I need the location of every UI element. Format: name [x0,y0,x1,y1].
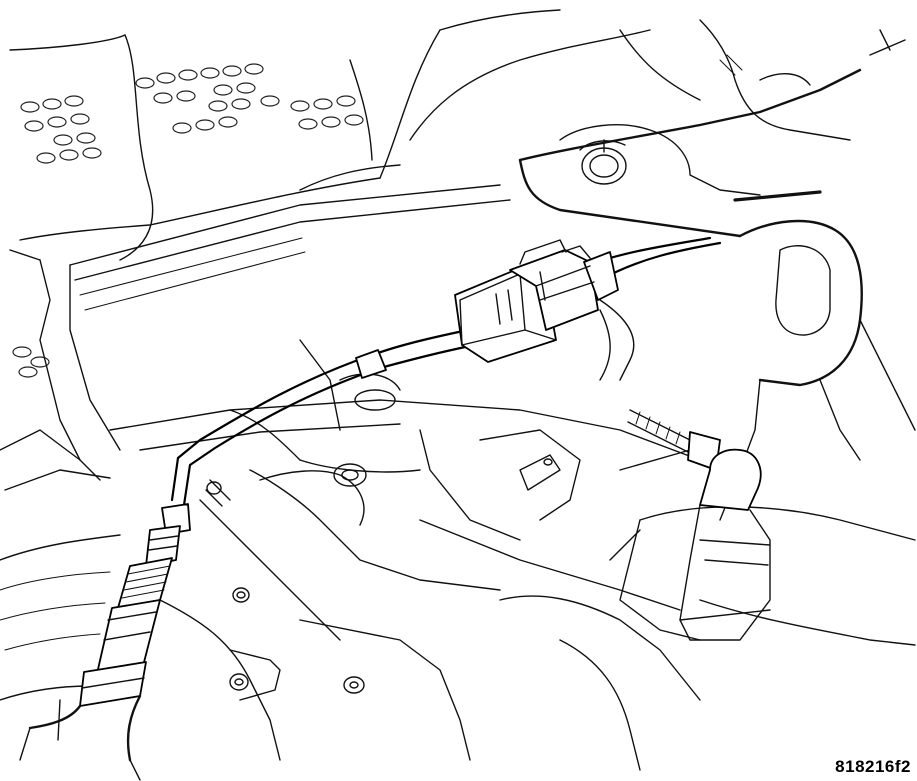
mounting-bracket [518,19,916,521]
mounting-stud [619,409,771,641]
harness-connector [454,239,619,363]
vent-hole-pattern [12,63,364,378]
figure-id-label: 818216f2 [835,757,911,776]
engine-components [109,339,916,771]
body-panels [0,9,651,701]
oxygen-sensor [19,503,191,781]
